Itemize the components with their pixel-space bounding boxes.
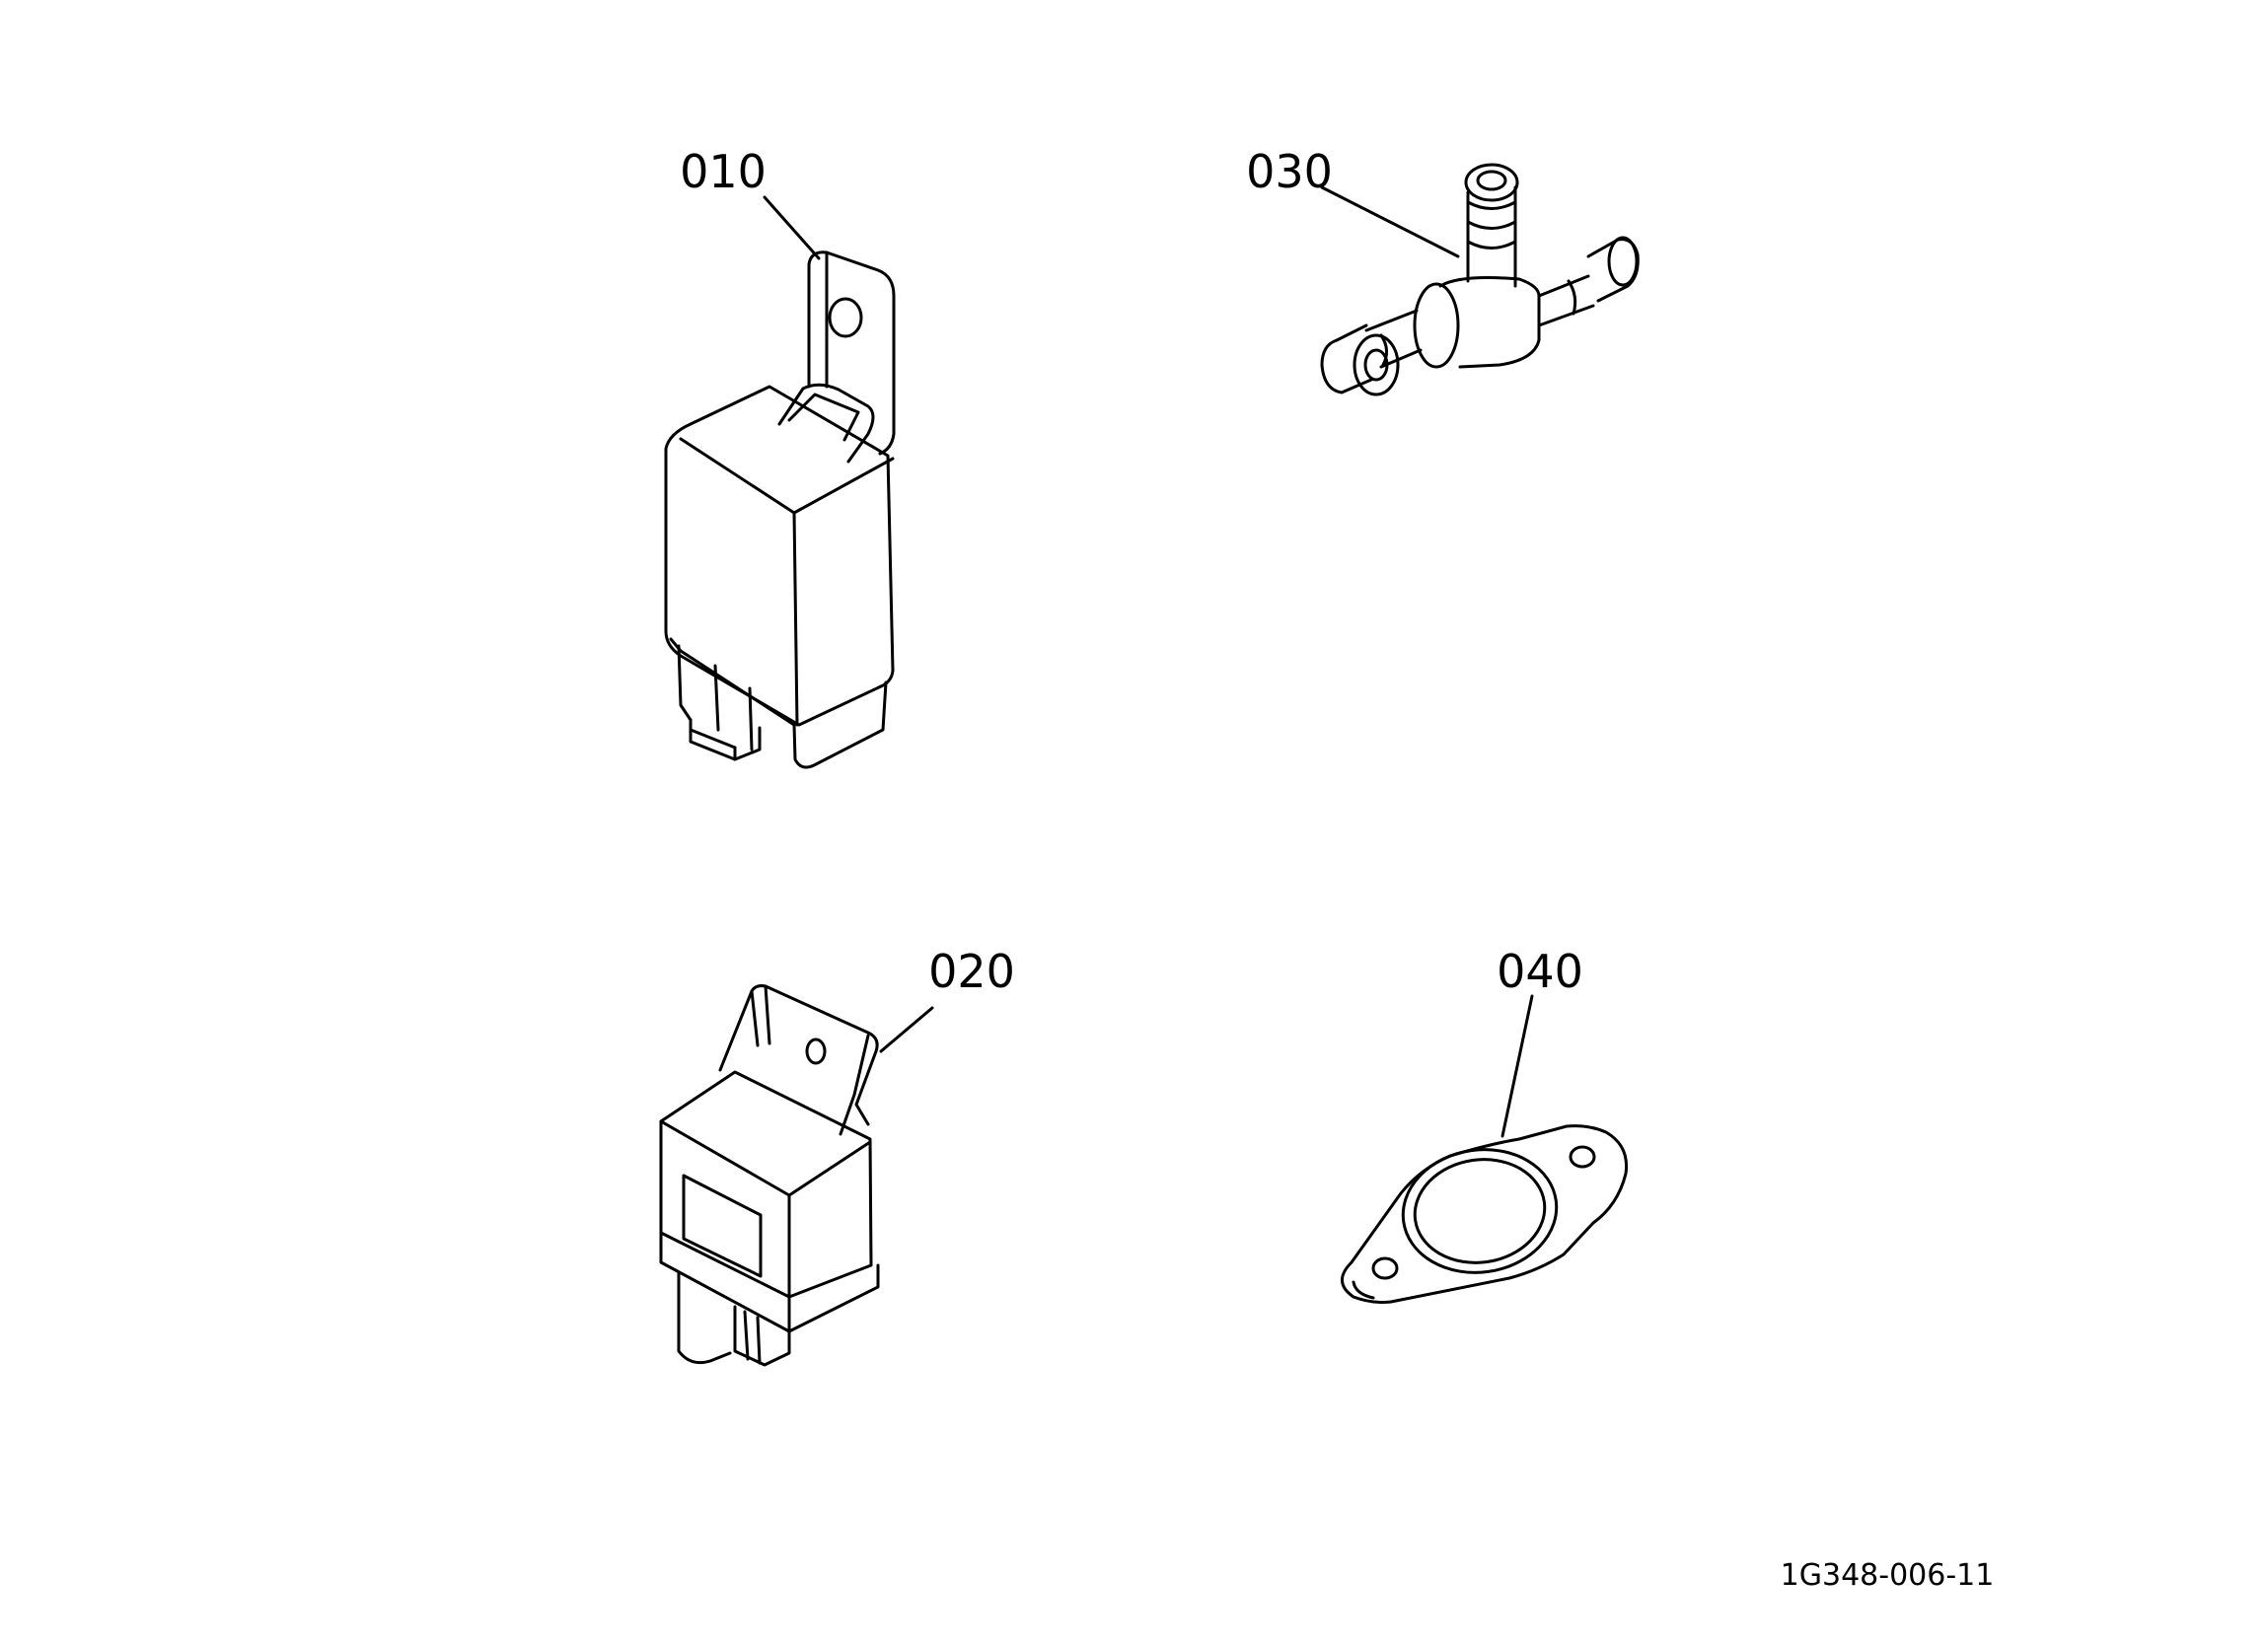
callout-020: 020 xyxy=(928,945,1015,998)
tee-joint-030-drawing xyxy=(1320,163,1640,396)
relay-010-drawing xyxy=(664,195,896,769)
drawing-reference: 1G348-006-11 xyxy=(1781,1558,1995,1593)
gasket-040-drawing xyxy=(1341,994,1629,1304)
callout-010: 010 xyxy=(680,145,767,198)
relay-020-drawing xyxy=(659,984,934,1367)
callout-040: 040 xyxy=(1497,945,1583,998)
callout-030: 030 xyxy=(1246,145,1333,198)
